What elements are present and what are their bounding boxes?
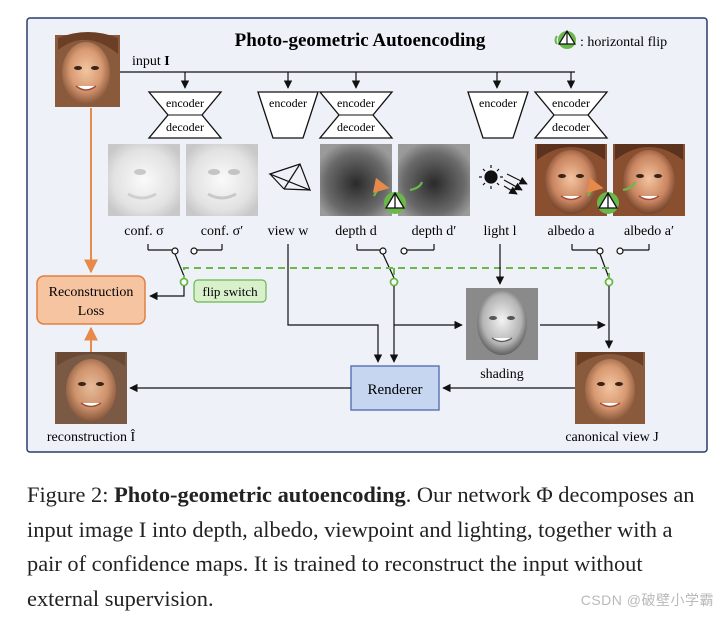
encoder-decoder-depth: encoder decoder — [318, 91, 394, 139]
conf-switch — [147, 244, 223, 277]
depth-map — [320, 144, 392, 216]
confidence-map — [108, 144, 180, 216]
canonical-view-image — [575, 352, 645, 424]
svg-text:encoder: encoder — [166, 96, 204, 110]
encoder-view: encoder — [257, 91, 319, 139]
label-albedo-prime: albedo a′ — [624, 224, 674, 239]
label-view: view w — [268, 224, 310, 239]
svg-text:Reconstruction: Reconstruction — [49, 285, 134, 300]
reconstruction-image — [55, 352, 127, 424]
albedo-map-flipped — [613, 144, 685, 216]
svg-text:decoder: decoder — [337, 120, 375, 134]
label-canonical: canonical view J — [565, 430, 659, 445]
input-image — [55, 32, 120, 107]
watermark: CSDN @破壁小学霸 — [580, 592, 714, 608]
svg-text:Renderer: Renderer — [368, 382, 423, 398]
svg-text:decoder: decoder — [552, 120, 590, 134]
encoder-decoder-albedo: encoder decoder — [533, 91, 609, 139]
svg-text:encoder: encoder — [479, 96, 517, 110]
albedo-flip-icon — [586, 177, 637, 214]
encoder-decoder-conf: encoder decoder — [147, 91, 223, 139]
renderer-box: Renderer — [350, 365, 440, 411]
label-conf: conf. σ — [124, 224, 164, 239]
svg-text:encoder: encoder — [269, 96, 307, 110]
sun-light-icon — [479, 165, 528, 195]
label-conf-prime: conf. σ′ — [201, 224, 244, 239]
label-reconstruction: reconstruction Î — [47, 428, 136, 445]
label-shading: shading — [480, 367, 524, 382]
flip-switch-line — [183, 267, 610, 282]
encoder-light: encoder — [467, 91, 529, 139]
label-albedo: albedo a — [547, 224, 595, 239]
albedo-map — [535, 144, 607, 216]
shading-image — [466, 288, 538, 360]
svg-text:encoder: encoder — [337, 96, 375, 110]
confidence-map-flipped — [186, 144, 258, 216]
label-depth-prime: depth d′ — [412, 224, 457, 239]
flip-switch-badge: flip switch — [193, 279, 267, 303]
svg-text:flip switch: flip switch — [202, 284, 258, 299]
svg-text:Loss: Loss — [78, 304, 104, 319]
flip-legend-text: : horizontal flip — [580, 35, 667, 50]
caption-bold: Photo-geometric autoencoding — [114, 482, 406, 507]
autoencoding-diagram: Photo-geometric Autoencoding : horizonta… — [26, 17, 708, 453]
camera-view-icon — [268, 163, 312, 192]
label-light: light l — [483, 224, 516, 239]
svg-text:encoder: encoder — [552, 96, 590, 110]
reconstruction-loss-box: Reconstruction Loss — [36, 275, 146, 325]
input-label: input I — [132, 54, 170, 69]
flip-legend-icon — [554, 29, 577, 49]
depth-flip-icon — [372, 177, 424, 214]
depth-switch — [356, 244, 435, 279]
svg-text:decoder: decoder — [166, 120, 204, 134]
albedo-switch — [571, 244, 650, 279]
depth-map-flipped — [398, 144, 470, 216]
diagram-title: Photo-geometric Autoencoding — [235, 30, 486, 51]
label-depth: depth d — [335, 224, 377, 239]
figure-caption: Figure 2: Photo-geometric autoencoding. … — [27, 482, 695, 611]
